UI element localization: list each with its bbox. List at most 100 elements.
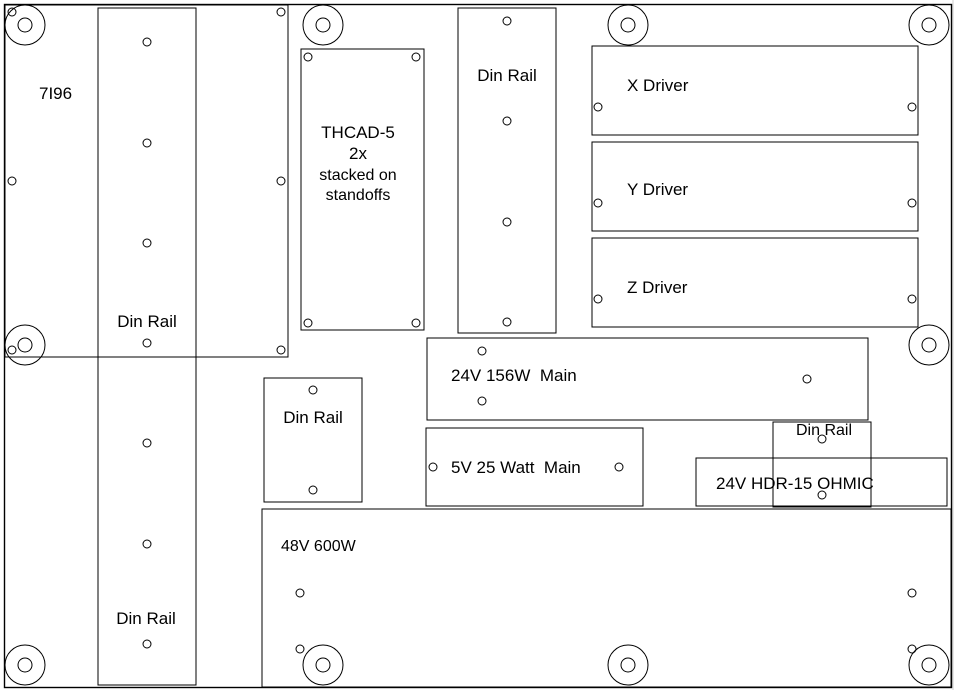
mount-hole-t3-outer bbox=[607, 4, 649, 46]
din-rail-right-hole-bottom bbox=[817, 490, 827, 500]
board-7i96-hole-ml bbox=[7, 176, 17, 186]
psu-5v-main-outline bbox=[425, 427, 644, 507]
mount-hole-bl-outer bbox=[4, 644, 46, 686]
din-rail-center-outline bbox=[457, 7, 557, 334]
psu-5v-main-label: 5V 25 Watt Main bbox=[451, 458, 581, 477]
x-driver-label: X Driver bbox=[627, 76, 689, 95]
mount-hole-b2-outer bbox=[302, 644, 344, 686]
din-rail-small-outline bbox=[263, 377, 363, 503]
mount-hole-br-outer bbox=[908, 644, 950, 686]
z-driver: Z Driver bbox=[591, 237, 919, 328]
board-7i96-hole-br bbox=[276, 345, 286, 355]
thcad-hole-br bbox=[411, 318, 421, 328]
psu-5v-main-hole-left bbox=[428, 462, 438, 472]
din-rail-left-top-hole-1 bbox=[142, 37, 152, 47]
thcad-board: THCAD-5 2x stacked on standoffs bbox=[300, 48, 425, 331]
mount-hole-ml-inner bbox=[17, 337, 33, 353]
din-rail-left-bottom-outline bbox=[97, 356, 197, 686]
din-rail-left-bottom-hole-3 bbox=[142, 639, 152, 649]
y-driver: Y Driver bbox=[591, 141, 919, 232]
x-driver: X Driver bbox=[591, 45, 919, 136]
din-rail-center-hole-3 bbox=[502, 217, 512, 227]
thcad-label-line1: THCAD-5 bbox=[321, 123, 395, 142]
mount-hole-b2-inner bbox=[315, 657, 331, 673]
psu-48v-hole-br bbox=[907, 644, 917, 654]
din-rail-center-hole-4 bbox=[502, 317, 512, 327]
mount-hole-t3-inner bbox=[620, 17, 636, 33]
mount-hole-tr-outer bbox=[908, 4, 950, 46]
psu-24v-ohmic-label: 24V HDR-15 OHMIC bbox=[716, 474, 874, 493]
y-driver-hole-right bbox=[907, 198, 917, 208]
mount-hole-t2-inner bbox=[315, 17, 331, 33]
mount-hole-b3-inner bbox=[620, 657, 636, 673]
mount-hole-tl-outer bbox=[4, 4, 46, 46]
din-rail-left-top-outline bbox=[97, 7, 197, 358]
din-rail-right-hole-top bbox=[817, 434, 827, 444]
psu-24v-ohmic-outline bbox=[695, 457, 948, 507]
psu-24v-main: 24V 156W Main bbox=[426, 337, 869, 421]
din-rail-left-top-hole-3 bbox=[142, 238, 152, 248]
psu-24v-main-hole-right bbox=[802, 374, 812, 384]
mount-hole-br-inner bbox=[921, 657, 937, 673]
din-rail-center-hole-2 bbox=[502, 116, 512, 126]
mount-hole-t2-outer bbox=[302, 4, 344, 46]
din-rail-center: Din Rail bbox=[457, 7, 557, 334]
din-rail-left-bottom: Din Rail bbox=[97, 356, 197, 686]
mounting-holes bbox=[4, 4, 950, 686]
z-driver-hole-left bbox=[593, 294, 603, 304]
din-rail-small: Din Rail bbox=[263, 377, 363, 503]
psu-48v: 48V 600W bbox=[261, 508, 952, 688]
din-rail-small-label: Din Rail bbox=[283, 408, 343, 427]
thcad-label-line2: 2x bbox=[349, 144, 367, 163]
din-rail-small-hole-bottom bbox=[308, 485, 318, 495]
din-rail-right-label: Din Rail bbox=[796, 422, 852, 439]
thcad-label-line3: stacked on bbox=[319, 167, 396, 184]
din-rail-left-top-hole-2 bbox=[142, 138, 152, 148]
psu-48v-label: 48V 600W bbox=[281, 538, 357, 555]
thcad-outline bbox=[300, 48, 425, 331]
din-rail-small-hole-top bbox=[308, 385, 318, 395]
din-rail-right: Din Rail bbox=[772, 421, 872, 508]
board-7i96-label: 7I96 bbox=[39, 84, 72, 103]
thcad-label-line4: standoffs bbox=[326, 187, 391, 204]
mount-hole-b3-outer bbox=[607, 644, 649, 686]
z-driver-label: Z Driver bbox=[627, 278, 688, 297]
din-rail-left-bottom-label: Din Rail bbox=[116, 609, 176, 628]
board-7i96-hole-tl bbox=[7, 7, 17, 17]
din-rail-left-top: Din Rail bbox=[97, 7, 197, 358]
thcad-hole-tl bbox=[303, 52, 313, 62]
thcad-hole-tr bbox=[411, 52, 421, 62]
psu-24v-main-outline bbox=[426, 337, 869, 421]
mount-hole-tl-inner bbox=[17, 17, 33, 33]
z-driver-hole-right bbox=[907, 294, 917, 304]
din-rail-center-label: Din Rail bbox=[477, 66, 537, 85]
x-driver-hole-left bbox=[593, 102, 603, 112]
psu-24v-main-label: 24V 156W Main bbox=[451, 366, 577, 385]
psu-48v-hole-tl bbox=[295, 588, 305, 598]
board-7i96-hole-mr bbox=[276, 176, 286, 186]
din-rail-center-hole-1 bbox=[502, 16, 512, 26]
din-rail-left-top-label: Din Rail bbox=[117, 312, 177, 331]
din-rail-left-bottom-hole-1 bbox=[142, 438, 152, 448]
z-driver-outline bbox=[591, 237, 919, 328]
x-driver-hole-right bbox=[907, 102, 917, 112]
mount-hole-mr-inner bbox=[921, 337, 937, 353]
mount-hole-ml-outer bbox=[4, 324, 46, 366]
mount-hole-tr-inner bbox=[921, 17, 937, 33]
psu-48v-outline bbox=[261, 508, 952, 688]
board-7i96-hole-tr bbox=[276, 7, 286, 17]
mount-hole-bl-inner bbox=[17, 657, 33, 673]
psu-5v-main: 5V 25 Watt Main bbox=[425, 427, 644, 507]
y-driver-label: Y Driver bbox=[627, 180, 688, 199]
board-7i96-hole-bl bbox=[7, 345, 17, 355]
y-driver-hole-left bbox=[593, 198, 603, 208]
din-rail-left-bottom-hole-2 bbox=[142, 539, 152, 549]
y-driver-outline bbox=[591, 141, 919, 232]
psu-5v-main-hole-right bbox=[614, 462, 624, 472]
psu-48v-hole-tr bbox=[907, 588, 917, 598]
din-rail-right-outline bbox=[772, 421, 872, 508]
psu-24v-ohmic: 24V HDR-15 OHMIC bbox=[695, 457, 948, 507]
psu-48v-hole-bl bbox=[295, 644, 305, 654]
psu-24v-main-hole-top bbox=[477, 346, 487, 356]
